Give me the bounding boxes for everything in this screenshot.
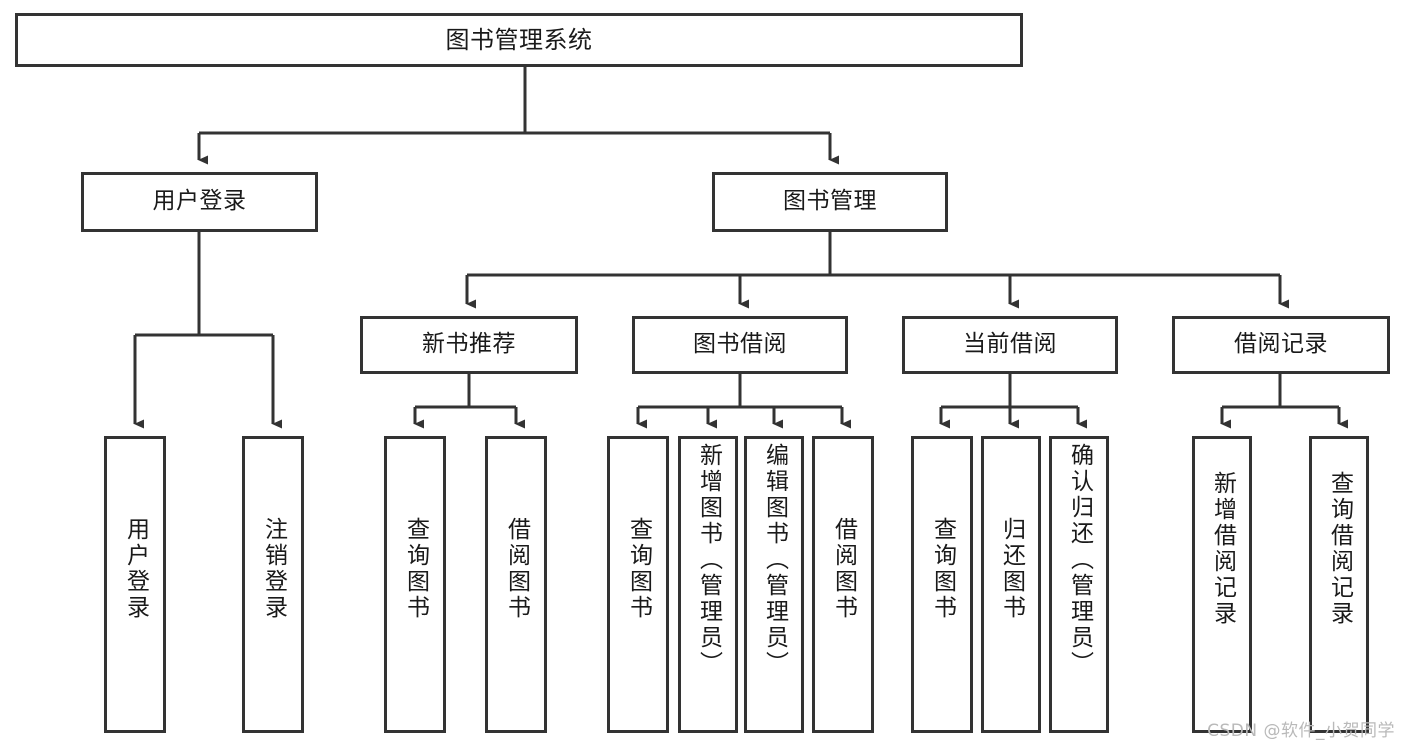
node-user-login[interactable]: 用户登录 xyxy=(81,172,318,232)
node-current-borrow[interactable]: 当前借阅 xyxy=(902,316,1118,374)
node-label: 图书管理 xyxy=(783,188,877,215)
node-label: 借阅图书 xyxy=(503,517,530,621)
node-leaf-confirm-return-admin[interactable]: 确认归还（管理员） xyxy=(1049,436,1109,733)
node-label: 查询图书 xyxy=(625,517,652,621)
node-label: 图书借阅 xyxy=(693,331,787,358)
node-label: 归还图书 xyxy=(998,517,1025,621)
node-leaf-query-book-1[interactable]: 查询图书 xyxy=(384,436,446,733)
node-label: 图书管理系统 xyxy=(445,25,593,54)
node-leaf-borrow-book-1[interactable]: 借阅图书 xyxy=(485,436,547,733)
node-label: 编辑图书（管理员） xyxy=(761,443,788,677)
node-label: 用户登录 xyxy=(122,517,149,621)
node-leaf-query-book-3[interactable]: 查询图书 xyxy=(911,436,973,733)
node-label: 用户登录 xyxy=(152,188,247,215)
node-label: 借阅记录 xyxy=(1234,331,1328,358)
node-label: 新增借阅记录 xyxy=(1209,471,1236,627)
node-leaf-add-borrow-record[interactable]: 新增借阅记录 xyxy=(1192,436,1252,733)
node-leaf-borrow-book-2[interactable]: 借阅图书 xyxy=(812,436,874,733)
node-label: 查询图书 xyxy=(402,517,429,621)
node-label: 当前借阅 xyxy=(963,331,1057,358)
node-label: 确认归还（管理员） xyxy=(1066,443,1093,677)
node-leaf-add-book-admin[interactable]: 新增图书（管理员） xyxy=(678,436,738,733)
node-label: 查询借阅记录 xyxy=(1326,471,1353,627)
node-leaf-query-book-2[interactable]: 查询图书 xyxy=(607,436,669,733)
node-label: 新书推荐 xyxy=(422,331,516,358)
node-new-book-recommend[interactable]: 新书推荐 xyxy=(360,316,578,374)
node-leaf-user-login[interactable]: 用户登录 xyxy=(104,436,166,733)
node-borrow-record[interactable]: 借阅记录 xyxy=(1172,316,1390,374)
node-root-system[interactable]: 图书管理系统 xyxy=(15,13,1023,67)
node-leaf-return-book[interactable]: 归还图书 xyxy=(981,436,1041,733)
node-leaf-query-borrow-record[interactable]: 查询借阅记录 xyxy=(1309,436,1369,733)
node-label: 注销登录 xyxy=(260,517,287,621)
node-leaf-edit-book-admin[interactable]: 编辑图书（管理员） xyxy=(744,436,804,733)
node-book-management[interactable]: 图书管理 xyxy=(712,172,948,232)
node-label: 查询图书 xyxy=(929,517,956,621)
node-book-borrow[interactable]: 图书借阅 xyxy=(632,316,848,374)
node-label: 借阅图书 xyxy=(830,517,857,621)
node-label: 新增图书（管理员） xyxy=(695,443,722,677)
node-leaf-logout-login[interactable]: 注销登录 xyxy=(242,436,304,733)
